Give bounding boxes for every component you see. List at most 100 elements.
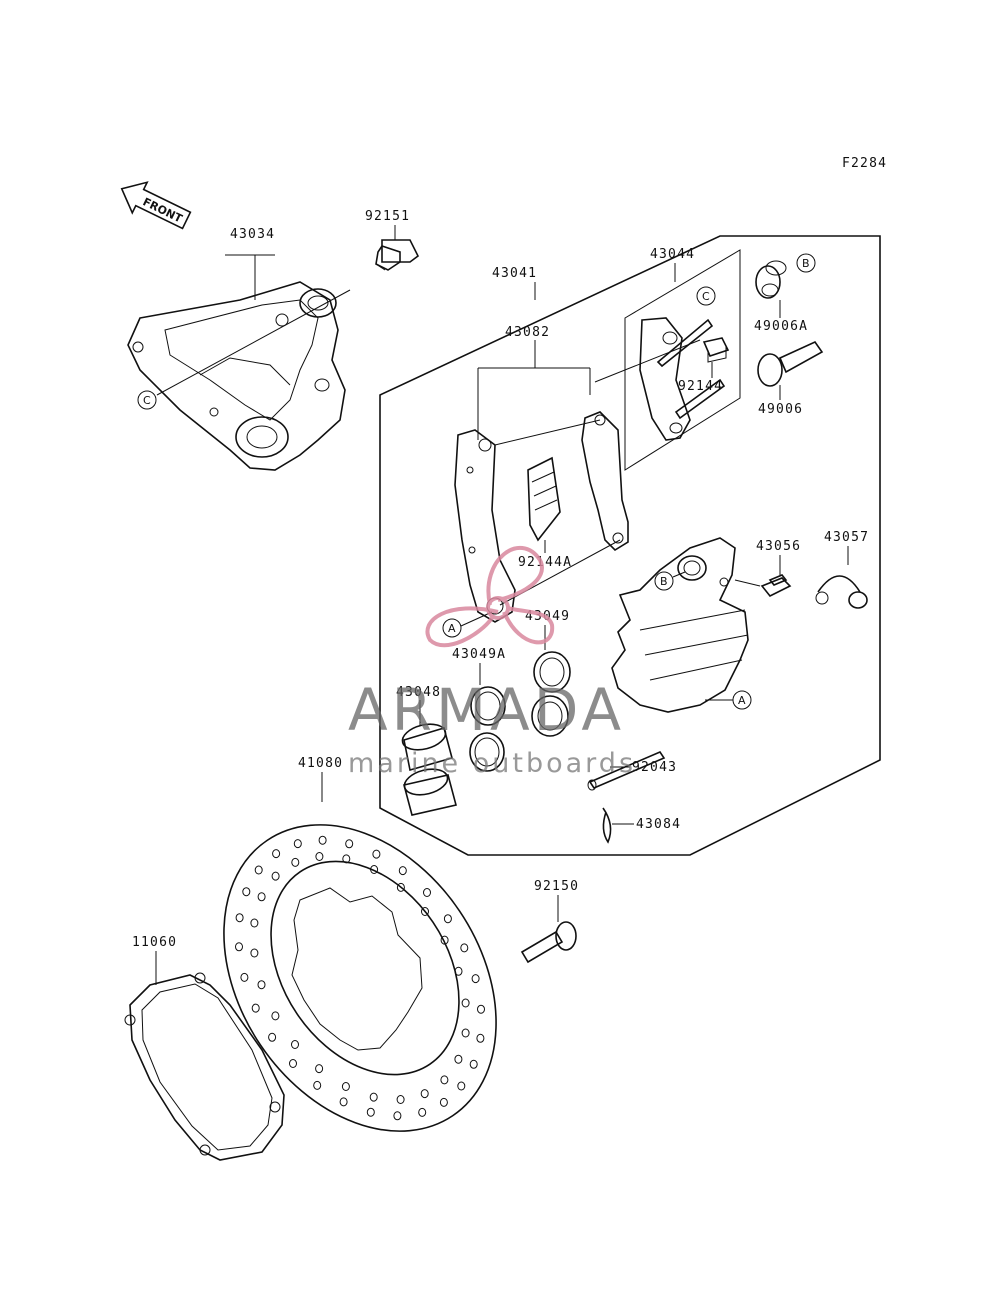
disc-hole [291,1040,299,1049]
disc-hole [454,966,463,976]
disc-hole [369,1092,378,1102]
part-label-43034: 43034 [230,227,275,242]
callout-a: A [448,622,456,635]
caliper-assembly-outline [379,235,881,856]
disc-hole [366,1107,375,1117]
disc-hole [250,918,259,928]
disc-hole [443,914,452,924]
disc-hole [398,866,407,876]
disc-hole [372,849,381,859]
disc-hole [289,1059,297,1068]
gasket-plate-11060 [124,972,285,1161]
watermark-title: ARMADA [348,676,625,744]
disc-hole [257,980,266,990]
part-label-43044: 43044 [650,247,695,262]
part-label-43056: 43056 [756,539,801,554]
part-label-43049A: 43049A [452,647,506,662]
disc-hole [471,974,480,984]
disc-hole [370,865,379,874]
pad-pin-92043 [587,751,666,791]
front-arrow-icon: FRONT [120,181,192,230]
disc-hole [251,1003,260,1013]
disc-hole [420,1089,429,1099]
piston-43048 [401,723,457,816]
disc-hole [318,835,327,845]
piston-seal-43049 [531,651,571,737]
brake-pad-outer [581,411,629,552]
pad-spring-group-outline [624,249,741,471]
part-label-43057: 43057 [824,530,869,545]
disc-hole [476,1033,485,1043]
bleeder-valve-43056 [734,574,792,598]
callout-c-circle [137,390,157,410]
disc-hole [342,854,351,864]
callout-a: A [738,694,746,707]
disc-hole [250,948,259,958]
disc-hole [461,998,470,1008]
disc-hole [396,882,405,892]
brake-pad-inner [454,429,516,623]
figure-code: F2284 [842,156,887,171]
disc-hole [271,1011,280,1021]
disc-hole [460,943,469,953]
callout-c: C [702,290,710,303]
disc-hole [339,1097,348,1107]
disc-hole [291,857,300,867]
part-label-49006: 49006 [758,402,803,417]
caliper-slide-plate [639,317,726,441]
part-label-92144: 92144 [678,379,723,394]
brake-disc-41080 [223,824,497,1132]
part-label-92150: 92150 [534,879,579,894]
disc-hole [440,935,449,945]
disc-hole [315,1064,324,1074]
disc-hole [345,839,354,849]
part-label-43041: 43041 [492,266,537,281]
part-label-92144A: 92144A [518,555,572,570]
slide-pin-49006 [757,340,824,387]
part-label-43048: 43048 [396,685,441,700]
disc-hole [293,839,302,849]
disc-hole [454,1054,463,1064]
disc-hole [423,888,431,897]
boot-49006A [755,260,787,299]
disc-hole [235,913,244,923]
callout-c: C [143,394,151,407]
disc-hole [257,892,266,902]
disc-hole [439,1097,448,1107]
part-label-43084: 43084 [636,817,681,832]
pad-clip-92144 [702,337,730,363]
disc-bolt-92150 [520,921,577,964]
disc-hole [461,1028,470,1038]
caliper-bracket [127,281,346,471]
disc-hole [235,942,243,952]
disc-hole [393,1111,402,1121]
disc-hole [272,849,281,859]
callout-b: B [660,575,668,588]
part-label-92151: 92151 [365,209,410,224]
bleeder-cap-43057 [815,575,868,609]
bolt-92151 [375,239,420,271]
disc-hole [396,1095,405,1104]
disc-hole [457,1081,466,1091]
callout-b: B [802,257,810,270]
disc-hole [315,852,324,861]
disc-hole [477,1004,485,1014]
caliper-body [611,537,749,713]
disc-hole [418,1107,427,1117]
watermark-subtitle: marine outboards [348,748,636,779]
part-label-43082: 43082 [505,325,550,340]
part-label-49006A: 49006A [754,319,808,334]
dust-seal-43049A [469,686,506,772]
pad-shim-92144A [527,456,561,542]
disc-hole [242,887,251,897]
part-label-92043: 92043 [632,760,677,775]
disc-hole [268,1032,277,1042]
part-label-41080: 41080 [298,756,343,771]
retaining-clip-43084 [602,807,612,844]
disc-hole [254,865,263,875]
disc-hole [469,1059,478,1069]
part-label-11060: 11060 [132,935,177,950]
watermark: ARMADA marine outboards [348,546,636,779]
disc-hole [341,1082,350,1091]
